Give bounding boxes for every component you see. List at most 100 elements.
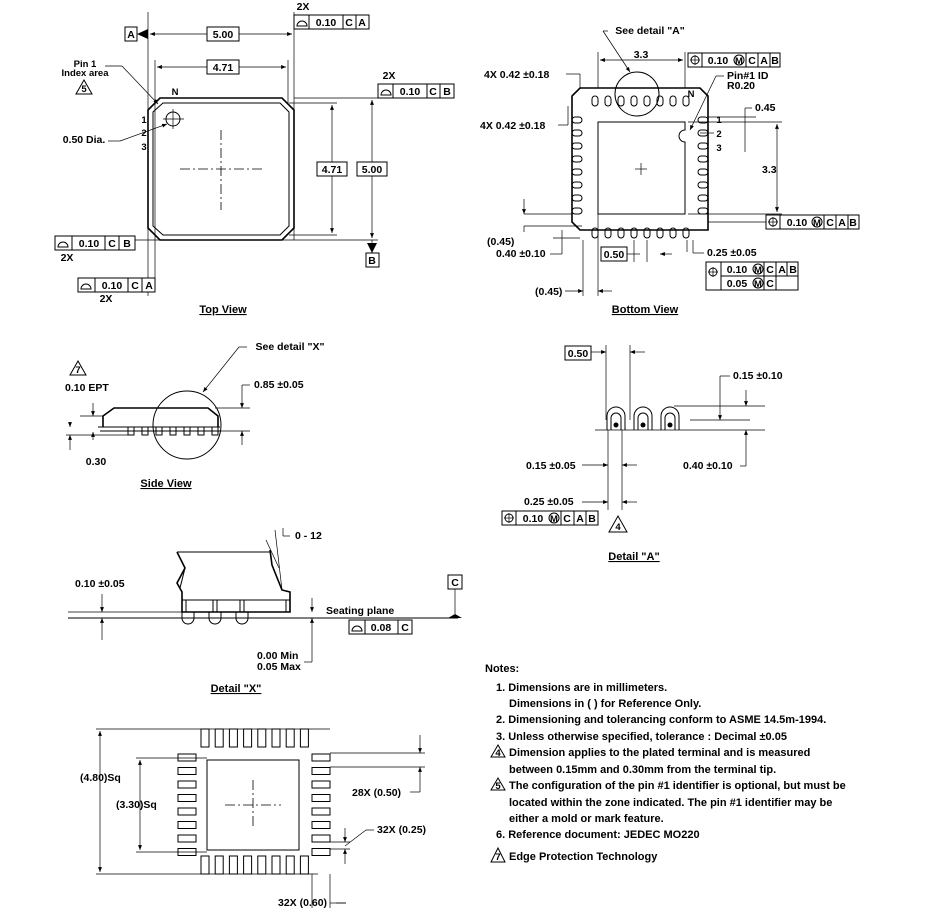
land-pad-left (177, 753, 197, 762)
notes-heading: Notes: (485, 663, 519, 675)
note-7-num: 7 (495, 852, 500, 863)
tol-top-datum-1: C (345, 17, 353, 29)
dim-0-45-bottom: (0.45) (535, 286, 562, 298)
land-pad-left (177, 807, 197, 816)
land-pad-right (311, 848, 331, 856)
dim-0-45-right: 0.45 (755, 102, 776, 114)
datum-b-label: B (368, 255, 376, 267)
pin-3-label: 3 (141, 142, 146, 153)
seating-plane-label: Seating plane (326, 605, 394, 617)
land-pad-top (257, 728, 267, 748)
dim-0-30: 0.30 (86, 456, 107, 468)
note-6: 6. Reference document: JEDEC MO220 (496, 829, 700, 841)
bottom-pin-2: 2 (716, 129, 721, 140)
dim-3-30-sq: (3.30)Sq (116, 799, 157, 811)
pin-2-label: 2 (141, 128, 146, 139)
dim-0-50-bottom: 0.50 (604, 249, 625, 261)
note-4: Dimension applies to the plated terminal… (509, 747, 810, 759)
pos-tol-right-value: 0.10 (787, 217, 808, 229)
note-5-num: 5 (495, 781, 501, 792)
bottom-view-title: Bottom View (612, 304, 679, 316)
tol-b-value: 0.05 (727, 278, 748, 290)
dim-4x-0-42-top: 4X 0.42 ±0.18 (484, 69, 549, 81)
flatness-value: 0.08 (371, 622, 392, 634)
detail-x-title: Detail "X" (211, 683, 262, 695)
note-5b: located within the zone indicated. The p… (509, 797, 832, 809)
tol-a-mmc: M (754, 265, 762, 276)
tol-top-value: 0.10 (316, 17, 337, 29)
side-view: See detail "X" 7 0.10 EPT 0.85 ±0.05 0.3… (65, 341, 324, 490)
land-pad-bottom (243, 855, 253, 875)
land-pad-right (311, 834, 331, 843)
detail-x-datum-c: C (451, 577, 459, 589)
land-pad-bottom (271, 855, 281, 875)
tol-top-2x: 2X (297, 1, 310, 13)
land-pad-bottom (299, 855, 309, 875)
note-1: 1. Dimensions are in millimeters. (496, 682, 667, 694)
land-pad-bottom (257, 855, 267, 875)
note-4b: between 0.15mm and 0.30mm from the termi… (509, 764, 776, 776)
bottom-pins-left (571, 116, 583, 215)
detail-a-note4: 4 (615, 522, 621, 533)
land-pad-left (177, 780, 197, 789)
dim-32x-0-60: 32X (0.60) (278, 897, 327, 908)
pin1-index-label-2: Index area (62, 68, 110, 79)
detail-a-tol-a: A (576, 513, 584, 525)
land-pad-bottom (228, 855, 238, 875)
dim-32x-0-25: 32X (0.25) (377, 824, 426, 836)
dim-4x-0-42-mid: 4X 0.42 ±0.18 (480, 120, 545, 132)
tol-top-datum-2: A (358, 17, 366, 29)
datum-a-label: A (127, 29, 135, 41)
land-pattern: (4.80)Sq (3.30)Sq 28X (0.50) 32X (0.25) … (80, 728, 426, 908)
dim-0-45-left: (0.45) (487, 236, 514, 248)
detail-x-max: 0.05 Max (257, 661, 301, 673)
see-detail-a: See detail "A" (615, 25, 685, 37)
dim-4-71-top: 4.71 (213, 62, 234, 74)
dim-0-40-left: 0.40 ±0.10 (496, 248, 546, 260)
pin-id-label: Pin#1 ID (727, 70, 769, 82)
note-2: 2. Dimensioning and tolerancing conform … (496, 714, 826, 726)
bottom-view: See detail "A" 3.3 0.10 M C A B 4X 0.42 … (480, 25, 860, 316)
top-view: 5.00 A 4.71 4.71 5.00 B 2X 0.10 C A 2X (54, 1, 455, 316)
detail-x-0-10: 0.10 ±0.05 (75, 578, 125, 590)
detail-a-0-15-left: 0.15 ±0.05 (526, 460, 576, 472)
land-pad-top (200, 728, 210, 748)
tol-left-datum-1: C (108, 238, 116, 250)
detail-a-tol-b: B (588, 513, 596, 525)
pos-tol-top-c: C (748, 55, 756, 67)
dim-5-00-top: 5.00 (213, 29, 234, 41)
land-pad-top (228, 728, 238, 748)
bottom-pin-3: 3 (716, 143, 721, 154)
dim-28x-0-50: 28X (0.50) (352, 787, 401, 799)
detail-x-min: 0.00 Min (257, 650, 298, 662)
tol-right-value: 0.10 (400, 86, 421, 98)
detail-a-tol-c: C (563, 513, 571, 525)
land-pad-right (311, 821, 331, 829)
detail-a-0-25: 0.25 ±0.05 (524, 496, 574, 508)
note-4-num: 4 (495, 748, 501, 759)
tol-right-datum-1: C (429, 86, 437, 98)
land-pad-right (311, 780, 331, 789)
land-pad-bottom (214, 855, 224, 875)
bottom-pin-1: 1 (716, 115, 722, 126)
note-1b: Dimensions in ( ) for Reference Only. (509, 698, 701, 710)
pin-n-label: N (172, 87, 179, 98)
land-pad-left (177, 794, 197, 802)
top-view-title: Top View (199, 304, 247, 316)
dim-3-3-right: 3.3 (762, 164, 777, 176)
pin-1-label: 1 (141, 115, 147, 126)
detail-x: 0 - 12 0.10 ±0.05 Seating plane C 0.08 C… (68, 528, 463, 695)
side-view-title: Side View (140, 478, 192, 490)
land-pad-top (214, 728, 224, 748)
dim-5-00-right: 5.00 (362, 164, 383, 176)
detail-a-tol-value: 0.10 (523, 513, 544, 525)
tol-a-value: 0.10 (727, 264, 748, 276)
land-pad-bottom (285, 855, 295, 875)
land-pad-top (243, 728, 253, 748)
tol-bottom-datum-1: C (131, 280, 139, 292)
notes: Notes: 1. Dimensions are in millimeters.… (485, 663, 846, 863)
pos-tol-top-a: A (760, 55, 768, 67)
tol-bottom-2x: 2X (100, 293, 113, 305)
dim-4-80-sq: (4.80)Sq (80, 772, 121, 784)
detail-a-0-50: 0.50 (568, 348, 589, 360)
